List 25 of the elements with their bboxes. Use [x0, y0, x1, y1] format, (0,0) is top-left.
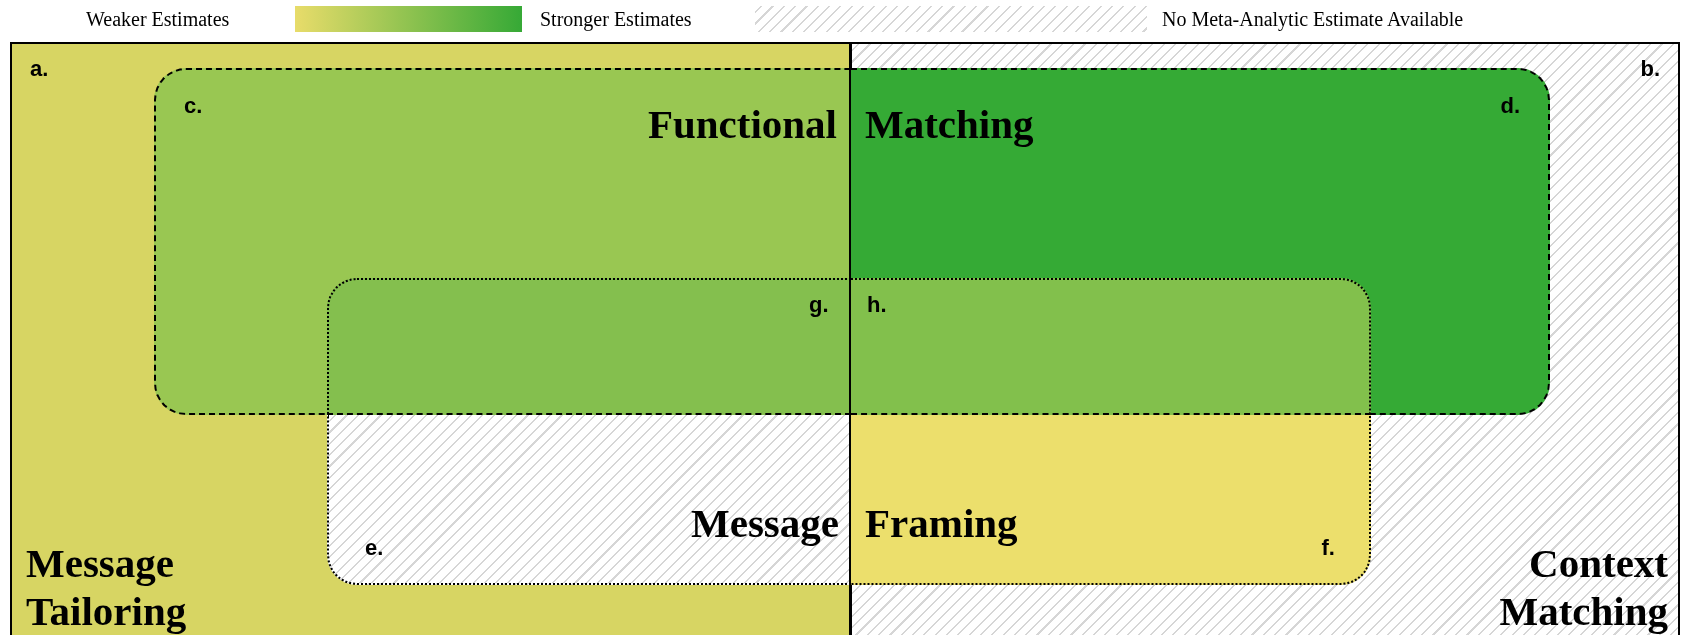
- set-title: Message: [691, 499, 839, 547]
- set-title: Matching: [865, 100, 1034, 148]
- region: [851, 277, 1371, 415]
- legend-label: No Meta-Analytic Estimate Available: [1162, 8, 1464, 31]
- region: [851, 68, 1550, 415]
- region-label: f.: [1321, 535, 1335, 561]
- region-label: c.: [184, 93, 203, 119]
- region-label: d.: [1500, 93, 1520, 119]
- region: [327, 415, 851, 585]
- panel-label: a.: [30, 56, 49, 82]
- region: [326, 277, 851, 415]
- panel: [850, 42, 1680, 635]
- region: [851, 415, 1371, 585]
- region-label: e.: [365, 535, 384, 561]
- region-label: h.: [867, 291, 887, 318]
- panel-title: Context Matching: [1498, 539, 1668, 635]
- panel-label: b.: [1640, 56, 1660, 82]
- set-title: Functional: [647, 100, 837, 148]
- legend-label: Weaker Estimates: [86, 8, 230, 31]
- panel: [10, 42, 851, 635]
- region: [154, 68, 851, 415]
- set-title: Framing: [865, 499, 1018, 547]
- region-label: g.: [808, 291, 829, 318]
- panel-title: Message Tailoring: [26, 539, 188, 635]
- legend-label: Stronger Estimates: [540, 8, 692, 31]
